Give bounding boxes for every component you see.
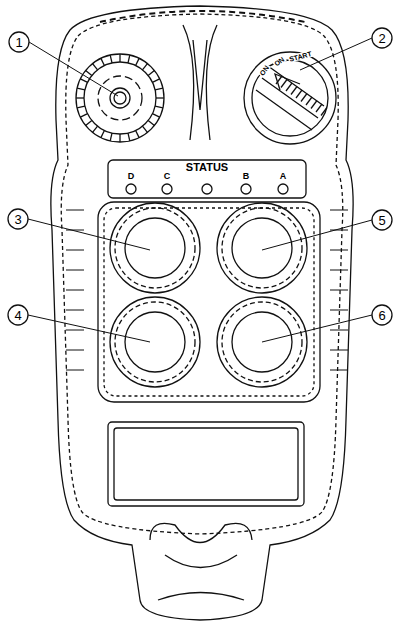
knurl-stroke — [155, 106, 163, 108]
knurl-stroke — [80, 79, 87, 82]
knurl-stroke — [101, 58, 104, 65]
key-switch — [244, 52, 336, 144]
knurl-stroke — [77, 106, 85, 108]
top-dashes — [100, 11, 305, 22]
grip-stroke — [306, 97, 312, 105]
housing-outline — [51, 6, 353, 620]
knurl-stroke — [136, 130, 139, 137]
callout-number: 6 — [378, 309, 385, 322]
push-button — [110, 203, 200, 293]
knurl-stroke — [77, 88, 85, 90]
status-title: STATUS — [186, 162, 228, 173]
status-panel: D C STATUS B A — [108, 160, 306, 198]
callout-number: 5 — [378, 214, 385, 227]
knurl-stroke — [148, 120, 154, 125]
callout-circles — [8, 28, 392, 325]
callout-number: 1 — [15, 36, 22, 49]
knurl-stroke — [148, 71, 154, 76]
grip-stroke — [286, 83, 292, 91]
display-window — [108, 422, 304, 506]
grip-stroke — [321, 108, 327, 116]
side-grips — [66, 210, 348, 370]
knurl-stroke — [142, 64, 147, 70]
knurl-stroke — [136, 58, 139, 65]
status-strip — [108, 160, 306, 198]
callout-number: 4 — [14, 309, 21, 322]
status-leds — [126, 184, 288, 194]
callout-number: 3 — [14, 213, 21, 226]
grip-stroke — [301, 94, 307, 102]
led-letter: A — [280, 172, 287, 181]
knurl-stroke — [152, 79, 159, 82]
knurl-stroke — [142, 126, 147, 132]
housing-inner-outline — [61, 14, 343, 534]
callout-number: 2 — [378, 32, 385, 45]
leader-lines — [28, 38, 372, 342]
keypad-panel — [98, 202, 320, 402]
grip-stroke — [311, 101, 317, 109]
knurl-stroke — [128, 133, 130, 141]
grip-stroke — [296, 90, 302, 98]
keypad-panel-inner — [104, 208, 314, 396]
grip-stroke — [316, 104, 322, 112]
knurl-stroke — [93, 126, 98, 132]
knurl-stroke — [156, 97, 164, 98]
knurl-stroke — [93, 64, 98, 70]
knurl-stroke — [119, 54, 120, 62]
rotary-knob — [76, 54, 164, 142]
push-button — [217, 203, 307, 293]
center-notch — [183, 25, 217, 140]
display-window-inner — [114, 428, 298, 500]
grip-stroke — [291, 87, 297, 95]
switch-position: ON — [272, 55, 286, 68]
knurl-stroke — [119, 134, 120, 142]
led-letter: D — [128, 172, 135, 181]
knurl-stroke — [86, 71, 92, 76]
push-button — [110, 297, 200, 387]
switch-position: ON — [258, 63, 271, 77]
knurl-stroke — [110, 133, 112, 141]
knurl-stroke — [76, 97, 84, 98]
knurl-stroke — [101, 130, 104, 137]
knurl-stroke — [80, 114, 87, 117]
knurl-stroke — [128, 55, 130, 63]
lanyard-loop — [150, 523, 252, 600]
led-letter: B — [243, 172, 250, 181]
grip-stroke — [276, 76, 282, 84]
grip-stroke — [281, 80, 287, 88]
knurl-stroke — [110, 55, 112, 63]
led-letter: C — [164, 172, 171, 181]
knurl-stroke — [152, 114, 159, 117]
knurl-stroke — [86, 120, 92, 125]
knurl-stroke — [155, 88, 163, 90]
